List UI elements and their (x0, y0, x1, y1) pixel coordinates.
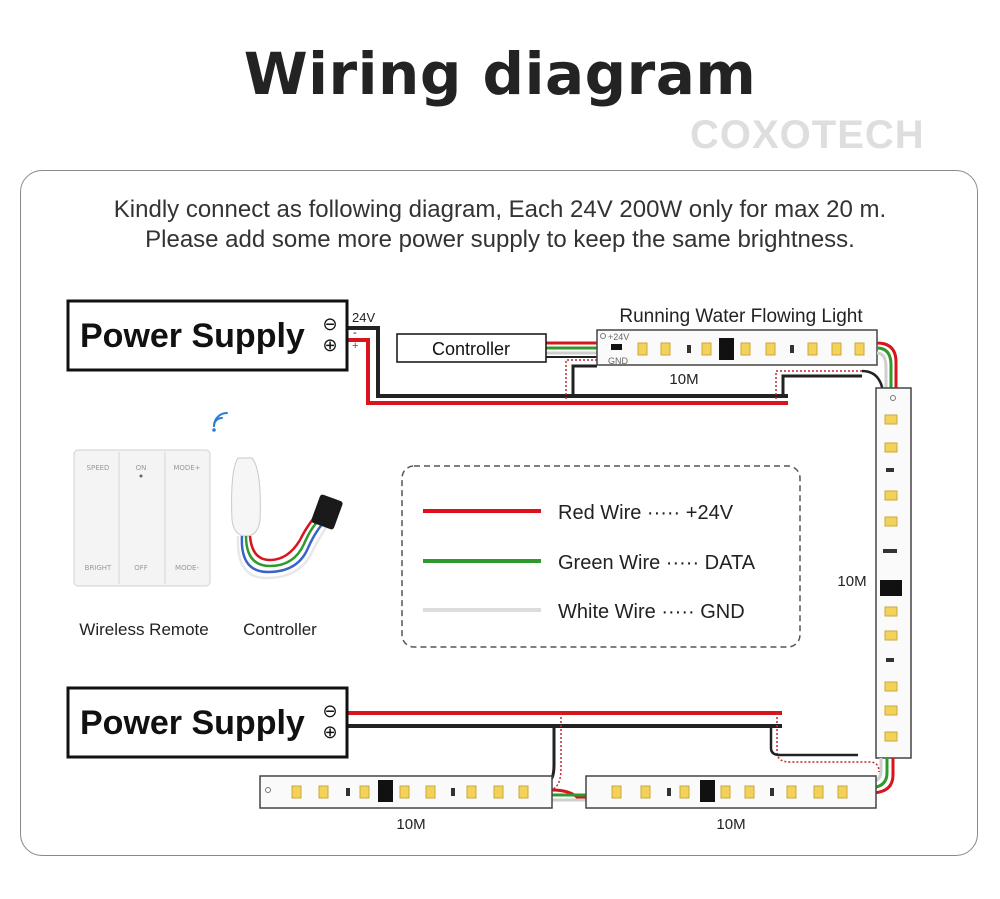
plus-mark: + (352, 340, 358, 352)
black-loop-2 (781, 374, 862, 396)
strip-bottom-right-length: 10M (716, 816, 745, 833)
wireless-remote-label: Wireless Remote (79, 620, 208, 639)
power-supply-top-label: Power Supply (80, 317, 305, 355)
page-title: Wiring diagram (243, 40, 757, 108)
strip-title: Running Water Flowing Light (619, 306, 863, 327)
brand-watermark: COXOTECH (690, 113, 925, 157)
led-strip-right (860, 387, 912, 795)
remote-button-mode-plus: MODE+ (173, 464, 200, 472)
remote-button-speed: SPEED (87, 464, 110, 472)
minus-mark: - (353, 327, 357, 339)
intro-line-1: Kindly connect as following diagram, Eac… (113, 196, 887, 223)
controller-box: Controller (396, 333, 547, 363)
controller-device-icon (231, 457, 343, 580)
black-loop-1 (571, 364, 597, 396)
led-strip-bottom-left (259, 775, 553, 809)
power-supply-bottom-label: Power Supply (80, 704, 305, 742)
remote-button-bright: BRIGHT (85, 564, 112, 572)
pin-gnd-label: GND (608, 356, 629, 366)
strip-bottom-left-length: 10M (396, 816, 425, 833)
black-wire-top-feed (348, 326, 788, 398)
strip-right-length: 10M (837, 573, 866, 590)
led-strip-bottom-right (585, 775, 877, 809)
ic-chip-top (719, 338, 734, 360)
voltage-label: 24V (352, 310, 375, 325)
red-wire-top-feed (348, 338, 788, 405)
top-feed-wires (348, 326, 862, 405)
ic-chip-bottom-left (378, 780, 393, 802)
wireless-remote: SPEED ON MODE+ BRIGHT OFF MODE- (73, 449, 211, 587)
legend-text-white: White Wire ····· GND (558, 601, 745, 623)
power-supply-top: Power Supply ⊖ ⊕ 24V - + (66, 299, 375, 372)
remote-button-off: OFF (134, 564, 148, 572)
strip-top-length: 10M (669, 371, 698, 388)
legend-text-green: Green Wire ····· DATA (558, 552, 756, 574)
red-dotted-loop-2 (775, 370, 862, 403)
led-strip-top (596, 329, 898, 393)
legend-text-red: Red Wire ····· +24V (558, 502, 734, 524)
controller-box-label: Controller (432, 339, 510, 359)
led-row-top (637, 342, 865, 356)
minus-terminal-icon: ⊖ (322, 701, 337, 722)
remote-button-mode-minus: MODE- (175, 564, 199, 572)
wire-legend: Red Wire ····· +24V Green Wire ····· DAT… (401, 465, 801, 648)
power-supply-bottom: Power Supply ⊖ ⊕ (66, 686, 349, 759)
ic-chip-right (880, 580, 902, 596)
intro-line-2: Please add some more power supply to kee… (145, 226, 855, 253)
ic-chip-bottom-right (700, 780, 715, 802)
plus-terminal-icon: ⊕ (322, 722, 337, 743)
diagram-panel (20, 170, 978, 856)
controller-device-label: Controller (243, 620, 317, 639)
pin-24v-label: +24V (608, 332, 629, 342)
minus-terminal-icon: ⊖ (322, 314, 337, 335)
plus-terminal-icon: ⊕ (322, 335, 337, 356)
remote-button-on: ON (136, 464, 147, 472)
wifi-signal-icon (212, 412, 228, 432)
